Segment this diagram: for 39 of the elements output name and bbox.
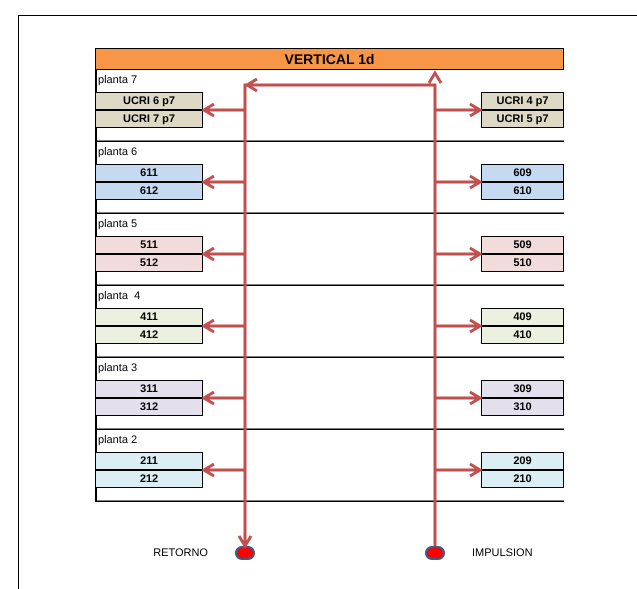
room-box: 511 [95,236,203,254]
room-box: 612 [95,182,203,200]
room-box: UCRI 6 p7 [95,92,203,110]
room-box: 210 [481,470,564,488]
floor-band [95,70,564,142]
room-box: 312 [95,398,203,416]
room-box: 310 [481,398,564,416]
pipe-label: IMPULSION [472,546,533,560]
room-box: 611 [95,164,203,182]
room-box: 412 [95,326,203,344]
floor-label: planta 5 [98,217,138,231]
floor-band [95,214,564,286]
room-box: 212 [95,470,203,488]
floor-band [95,430,564,502]
floor-label: planta 2 [98,433,138,447]
floor-band [95,358,564,430]
floor-band [95,142,564,214]
room-box: 209 [481,452,564,470]
pipe-label: RETORNO [153,546,208,560]
room-box: UCRI 5 p7 [481,110,564,128]
room-box: 509 [481,236,564,254]
room-box: 610 [481,182,564,200]
floor-label: planta 4 [98,289,140,303]
room-box: 411 [95,308,203,326]
room-box: 410 [481,326,564,344]
room-box: 211 [95,452,203,470]
room-box: 311 [95,380,203,398]
room-box: 510 [481,254,564,272]
floor-label: planta 3 [98,361,138,375]
floor-label: planta 7 [98,73,138,87]
room-box: UCRI 4 p7 [481,92,564,110]
room-box: 609 [481,164,564,182]
room-box: 512 [95,254,203,272]
room-box: 309 [481,380,564,398]
floor-label: planta 6 [98,145,138,159]
header-bar: VERTICAL 1d [95,48,564,70]
room-box: 409 [481,308,564,326]
room-box: UCRI 7 p7 [95,110,203,128]
floor-band [95,286,564,358]
